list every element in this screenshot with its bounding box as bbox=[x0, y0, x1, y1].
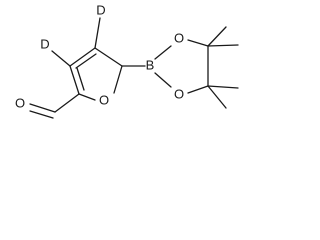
bond-methyl-2 bbox=[207, 44, 239, 47]
structure-canvas: D D O O B O O bbox=[0, 0, 279, 134]
bond-c2-c3-inner bbox=[76, 67, 85, 91]
bond-c2-c3 bbox=[69, 65, 80, 95]
bond-c3-d bbox=[51, 50, 71, 67]
atom-d-label: D bbox=[40, 36, 49, 51]
atom-o-ring-label: O bbox=[99, 92, 109, 107]
bond-methyl-3 bbox=[207, 85, 239, 89]
bond-c3-c4 bbox=[69, 47, 96, 67]
atom-o-aldehyde-label: O bbox=[15, 95, 25, 110]
bond-o-top-c bbox=[187, 39, 209, 47]
bond-c2-cho bbox=[54, 93, 80, 113]
bond-o-bottom-c bbox=[187, 85, 209, 94]
bond-c3-c4-inner bbox=[75, 53, 97, 69]
bond-cho-o bbox=[29, 103, 56, 113]
atom-o-boronate-top-label: O bbox=[174, 30, 184, 45]
bond-b-o-bottom bbox=[154, 72, 172, 88]
bond-c4-c5 bbox=[94, 47, 123, 67]
atom-o-boronate-bottom-label: O bbox=[174, 86, 184, 101]
bond-o1-c2 bbox=[78, 93, 96, 101]
bond-methyl-4 bbox=[207, 85, 227, 109]
bond-c5-o1 bbox=[113, 65, 123, 94]
molecule-drawing: D D O O B O O bbox=[15, 2, 239, 119]
atom-d-label: D bbox=[96, 2, 105, 17]
bond-c4-d bbox=[94, 17, 101, 49]
bond-methyl-1 bbox=[207, 26, 227, 47]
bond-b-o-top bbox=[154, 45, 172, 60]
atom-b-label: B bbox=[146, 57, 155, 72]
bond-cho-o-double bbox=[29, 110, 54, 119]
